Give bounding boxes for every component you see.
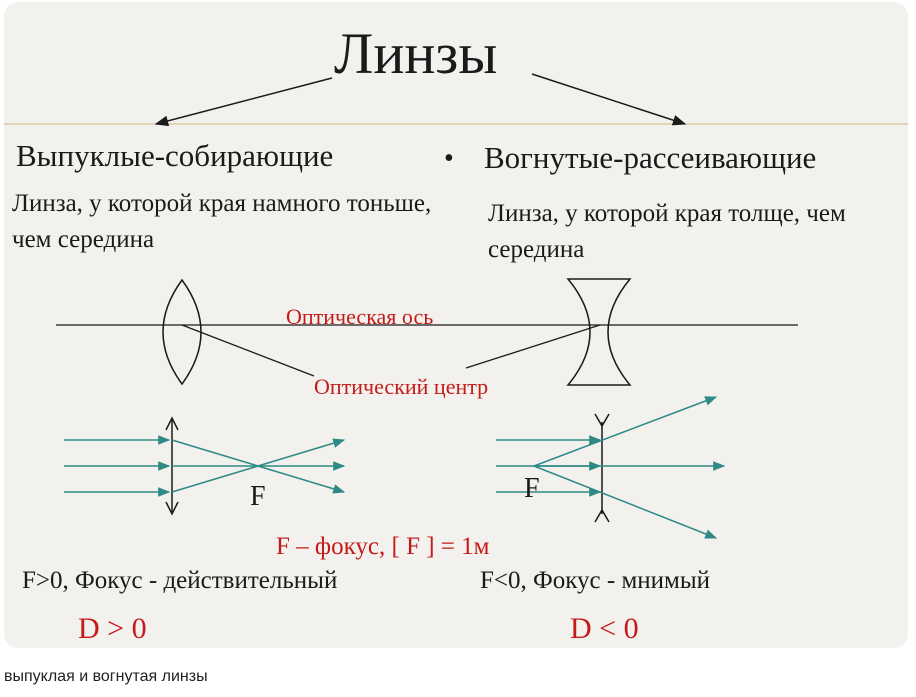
convex-heading: Выпуклые-собирающие xyxy=(16,138,334,173)
convex-description: Линза, у которой края намного тоньше, че… xyxy=(12,190,432,253)
concave-diverging-ray-top xyxy=(533,396,718,467)
focus-definition: F – фокус, [ F ] = 1м xyxy=(276,533,490,560)
optical-center-pointer-left xyxy=(181,324,315,377)
concave-bullet: • xyxy=(444,143,454,174)
concave-lens-shape xyxy=(566,278,632,386)
lens-diagram-graphics xyxy=(4,73,908,539)
concave-lens-symbol-top-fork xyxy=(594,413,610,428)
convex-focus-label: F xyxy=(250,481,266,512)
page-title: Линзы xyxy=(334,21,498,86)
concave-heading: Вогнутые-рассеивающие xyxy=(484,140,817,175)
optical-center-pointer-right xyxy=(465,324,601,369)
convex-optical-power: D > 0 xyxy=(78,612,147,645)
concave-lens-symbol-bottom-fork xyxy=(594,508,610,523)
concave-optical-power: D < 0 xyxy=(570,612,639,645)
lens-diagram-slide: Линзы Выпуклые-собирающие • Вогнутые-рас… xyxy=(4,2,908,648)
convex-focus-sign: F>0, Фокус - действительный xyxy=(22,567,338,594)
concave-focus-sign: F<0, Фокус - мнимый xyxy=(480,567,711,594)
convex-lens-symbol-top-arrow xyxy=(165,416,179,431)
convex-lens-shape xyxy=(162,278,202,386)
convex-lens-symbol-bottom-arrow xyxy=(165,501,179,516)
convex-refracted-ray-bottom xyxy=(171,438,346,493)
concave-diverging-ray-bottom xyxy=(533,465,718,539)
image-caption: выпуклая и вогнутая линзы xyxy=(4,668,208,685)
concave-description: Линза, у которой края толще, чем середин… xyxy=(488,200,846,263)
title-arrow-left xyxy=(154,77,333,127)
concave-focus-label: F xyxy=(524,473,540,504)
optical-center-label: Оптический центр xyxy=(314,374,489,399)
optical-axis-label: Оптическая ось xyxy=(286,304,434,329)
title-arrow-right xyxy=(531,73,687,126)
